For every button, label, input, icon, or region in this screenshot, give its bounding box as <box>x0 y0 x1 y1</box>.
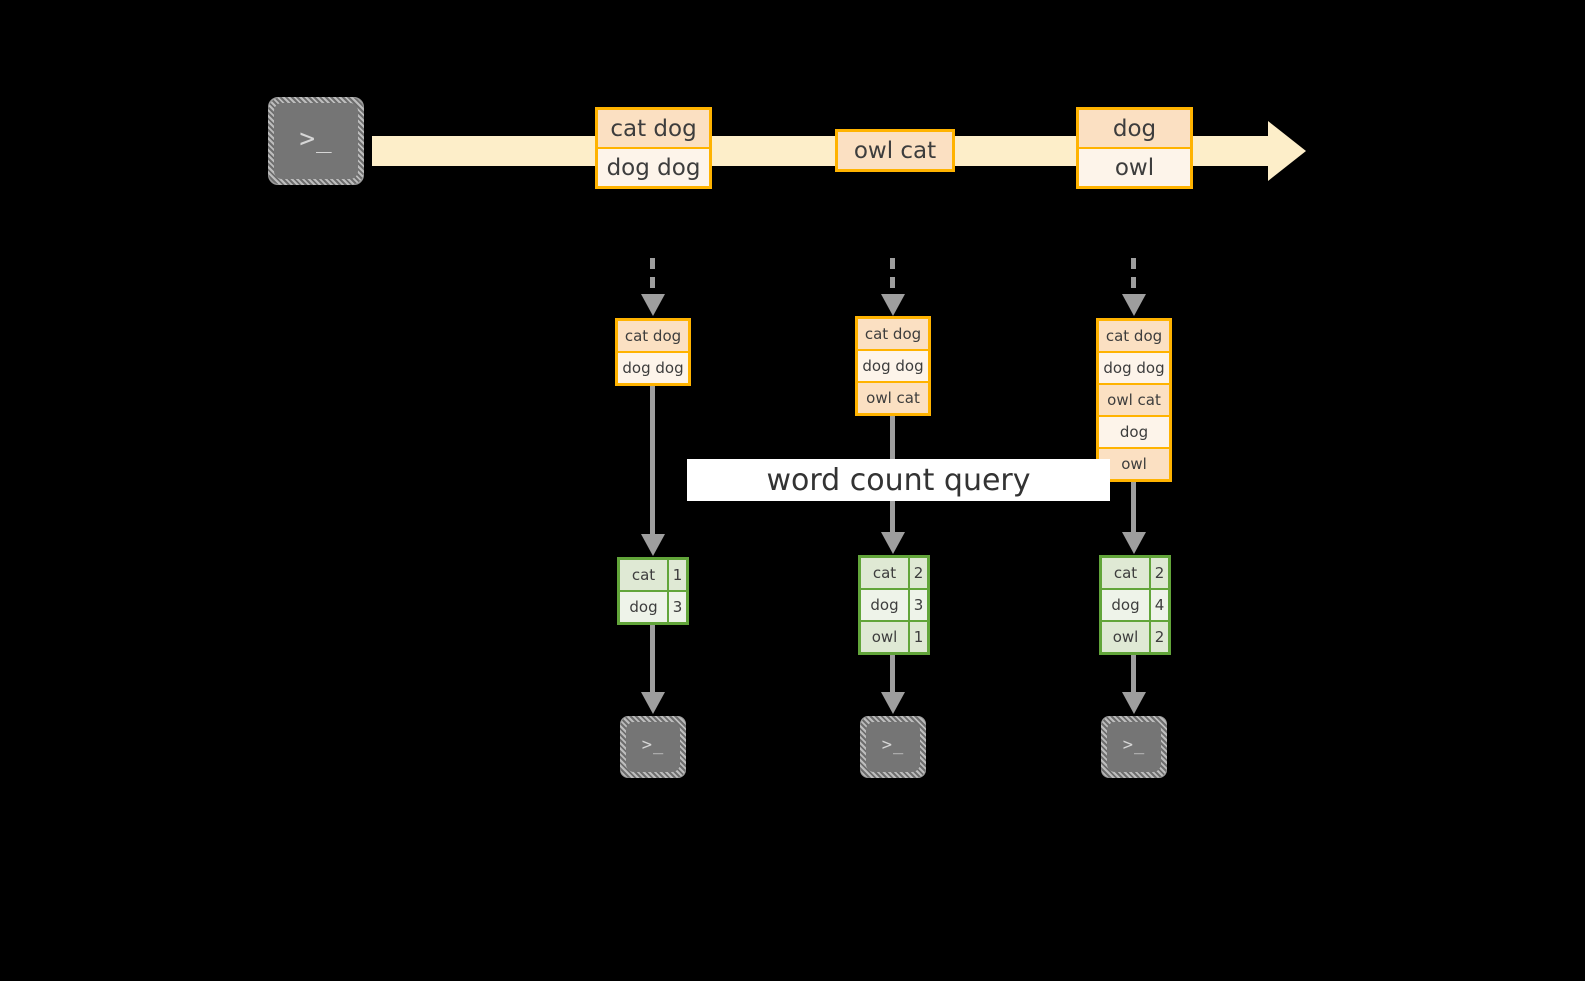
query-connector-arrowhead <box>1122 532 1146 554</box>
state-table: cat dog dog dog owl cat <box>855 316 931 416</box>
result-word: dog <box>861 590 910 620</box>
result-word: cat <box>620 560 669 590</box>
query-label: word count query <box>766 462 1031 498</box>
terminal-prompt-glyph: >_ <box>881 734 905 755</box>
result-row: dog 3 <box>861 590 927 622</box>
result-word: owl <box>1102 622 1151 652</box>
result-row: dog 3 <box>620 592 686 622</box>
result-count: 2 <box>1151 622 1168 652</box>
ingest-connector-dashed <box>1131 258 1136 296</box>
state-table: cat dog dog dog <box>615 318 691 386</box>
query-connector-arrowhead <box>641 534 665 556</box>
state-row: cat dog <box>858 319 928 351</box>
result-count: 4 <box>1151 590 1168 620</box>
terminal-face <box>274 103 358 179</box>
ingest-connector-arrowhead <box>1122 294 1146 316</box>
terminal-prompt-glyph: >_ <box>1122 734 1146 755</box>
result-table: cat 2 dog 4 owl 2 <box>1099 555 1171 655</box>
sink-connector <box>890 651 895 695</box>
result-row: owl 2 <box>1102 622 1168 652</box>
sink-terminal-icon: >_ <box>860 716 926 778</box>
state-row: cat dog <box>618 321 688 353</box>
query-connector-arrowhead <box>881 532 905 554</box>
result-count: 1 <box>910 622 927 652</box>
result-count: 3 <box>669 592 686 622</box>
result-count: 2 <box>910 558 927 588</box>
state-row: owl <box>1099 449 1169 479</box>
state-row: cat dog <box>1099 321 1169 353</box>
result-word: cat <box>1102 558 1151 588</box>
query-connector <box>650 384 655 536</box>
ingest-connector-dashed <box>650 258 655 296</box>
sink-connector <box>650 621 655 695</box>
state-row: dog dog <box>1099 353 1169 385</box>
result-table: cat 1 dog 3 <box>617 557 689 625</box>
sink-connector-arrowhead <box>881 692 905 714</box>
terminal-face <box>1107 722 1161 772</box>
result-word: dog <box>1102 590 1151 620</box>
result-word: dog <box>620 592 669 622</box>
sink-terminal-icon: >_ <box>620 716 686 778</box>
terminal-prompt-glyph: >_ <box>641 734 665 755</box>
terminal-prompt-glyph: >_ <box>299 124 333 154</box>
result-row: cat 2 <box>1102 558 1168 590</box>
result-row: owl 1 <box>861 622 927 652</box>
source-terminal-icon: >_ <box>268 97 364 185</box>
result-count: 1 <box>669 560 686 590</box>
state-row: dog <box>1099 417 1169 449</box>
state-row: owl cat <box>1099 385 1169 417</box>
terminal-face <box>866 722 920 772</box>
state-table: cat dog dog dog owl cat dog owl <box>1096 318 1172 482</box>
sink-terminal-icon: >_ <box>1101 716 1167 778</box>
stream-event-row: dog dog <box>598 149 709 186</box>
stream-event-group: dog owl <box>1076 107 1193 189</box>
result-row: dog 4 <box>1102 590 1168 622</box>
state-row: dog dog <box>618 353 688 383</box>
stream-event-group: owl cat <box>835 129 955 172</box>
ingest-connector-arrowhead <box>881 294 905 316</box>
stream-arrow-head <box>1268 121 1306 181</box>
ingest-connector-arrowhead <box>641 294 665 316</box>
result-count: 2 <box>1151 558 1168 588</box>
query-banner: word count query <box>687 459 1110 501</box>
state-row: dog dog <box>858 351 928 383</box>
terminal-face <box>626 722 680 772</box>
sink-connector <box>1131 651 1136 695</box>
result-word: owl <box>861 622 910 652</box>
result-count: 3 <box>910 590 927 620</box>
result-row: cat 1 <box>620 560 686 592</box>
stream-event-row: owl <box>1079 149 1190 186</box>
stream-event-group: cat dog dog dog <box>595 107 712 189</box>
result-table: cat 2 dog 3 owl 1 <box>858 555 930 655</box>
sink-connector-arrowhead <box>1122 692 1146 714</box>
result-row: cat 2 <box>861 558 927 590</box>
stream-event-row: cat dog <box>598 110 709 149</box>
result-word: cat <box>861 558 910 588</box>
state-row: owl cat <box>858 383 928 413</box>
stream-event-row: owl cat <box>838 132 952 169</box>
query-connector <box>1131 474 1136 534</box>
stream-event-row: dog <box>1079 110 1190 149</box>
ingest-connector-dashed <box>890 258 895 296</box>
sink-connector-arrowhead <box>641 692 665 714</box>
